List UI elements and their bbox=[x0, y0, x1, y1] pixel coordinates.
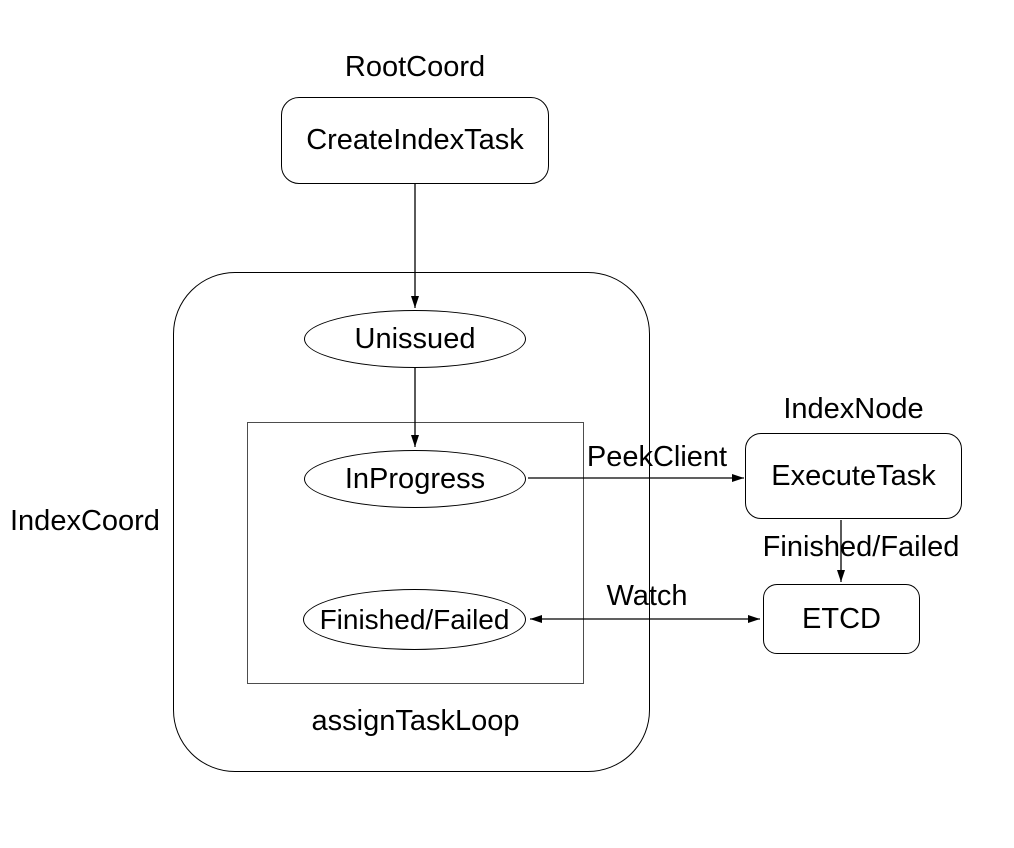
index-node-title: IndexNode bbox=[783, 393, 924, 425]
edge-label-peek-client: PeekClient bbox=[586, 441, 728, 473]
index-coord-group-border bbox=[173, 272, 650, 772]
node-execute-task-label: ExecuteTask bbox=[771, 459, 936, 492]
edge-label-finished-failed: Finished/Failed bbox=[762, 531, 960, 563]
index-coord-title: IndexCoord bbox=[10, 505, 160, 537]
node-etcd-label: ETCD bbox=[802, 602, 881, 635]
node-finished-failed-label: Finished/Failed bbox=[319, 604, 510, 635]
node-unissued: Unissued bbox=[304, 310, 526, 368]
assign-task-loop-title: assignTaskLoop bbox=[311, 705, 520, 737]
node-in-progress: InProgress bbox=[304, 450, 526, 508]
node-etcd: ETCD bbox=[763, 584, 920, 654]
edge-label-watch: Watch bbox=[606, 580, 688, 612]
node-in-progress-label: InProgress bbox=[344, 462, 486, 495]
node-execute-task: ExecuteTask bbox=[745, 433, 962, 519]
node-finished-failed: Finished/Failed bbox=[303, 589, 526, 650]
node-create-index-task: CreateIndexTask bbox=[281, 97, 549, 184]
node-unissued-label: Unissued bbox=[354, 322, 476, 355]
node-create-index-task-label: CreateIndexTask bbox=[306, 124, 524, 156]
root-coord-title: RootCoord bbox=[344, 51, 486, 83]
